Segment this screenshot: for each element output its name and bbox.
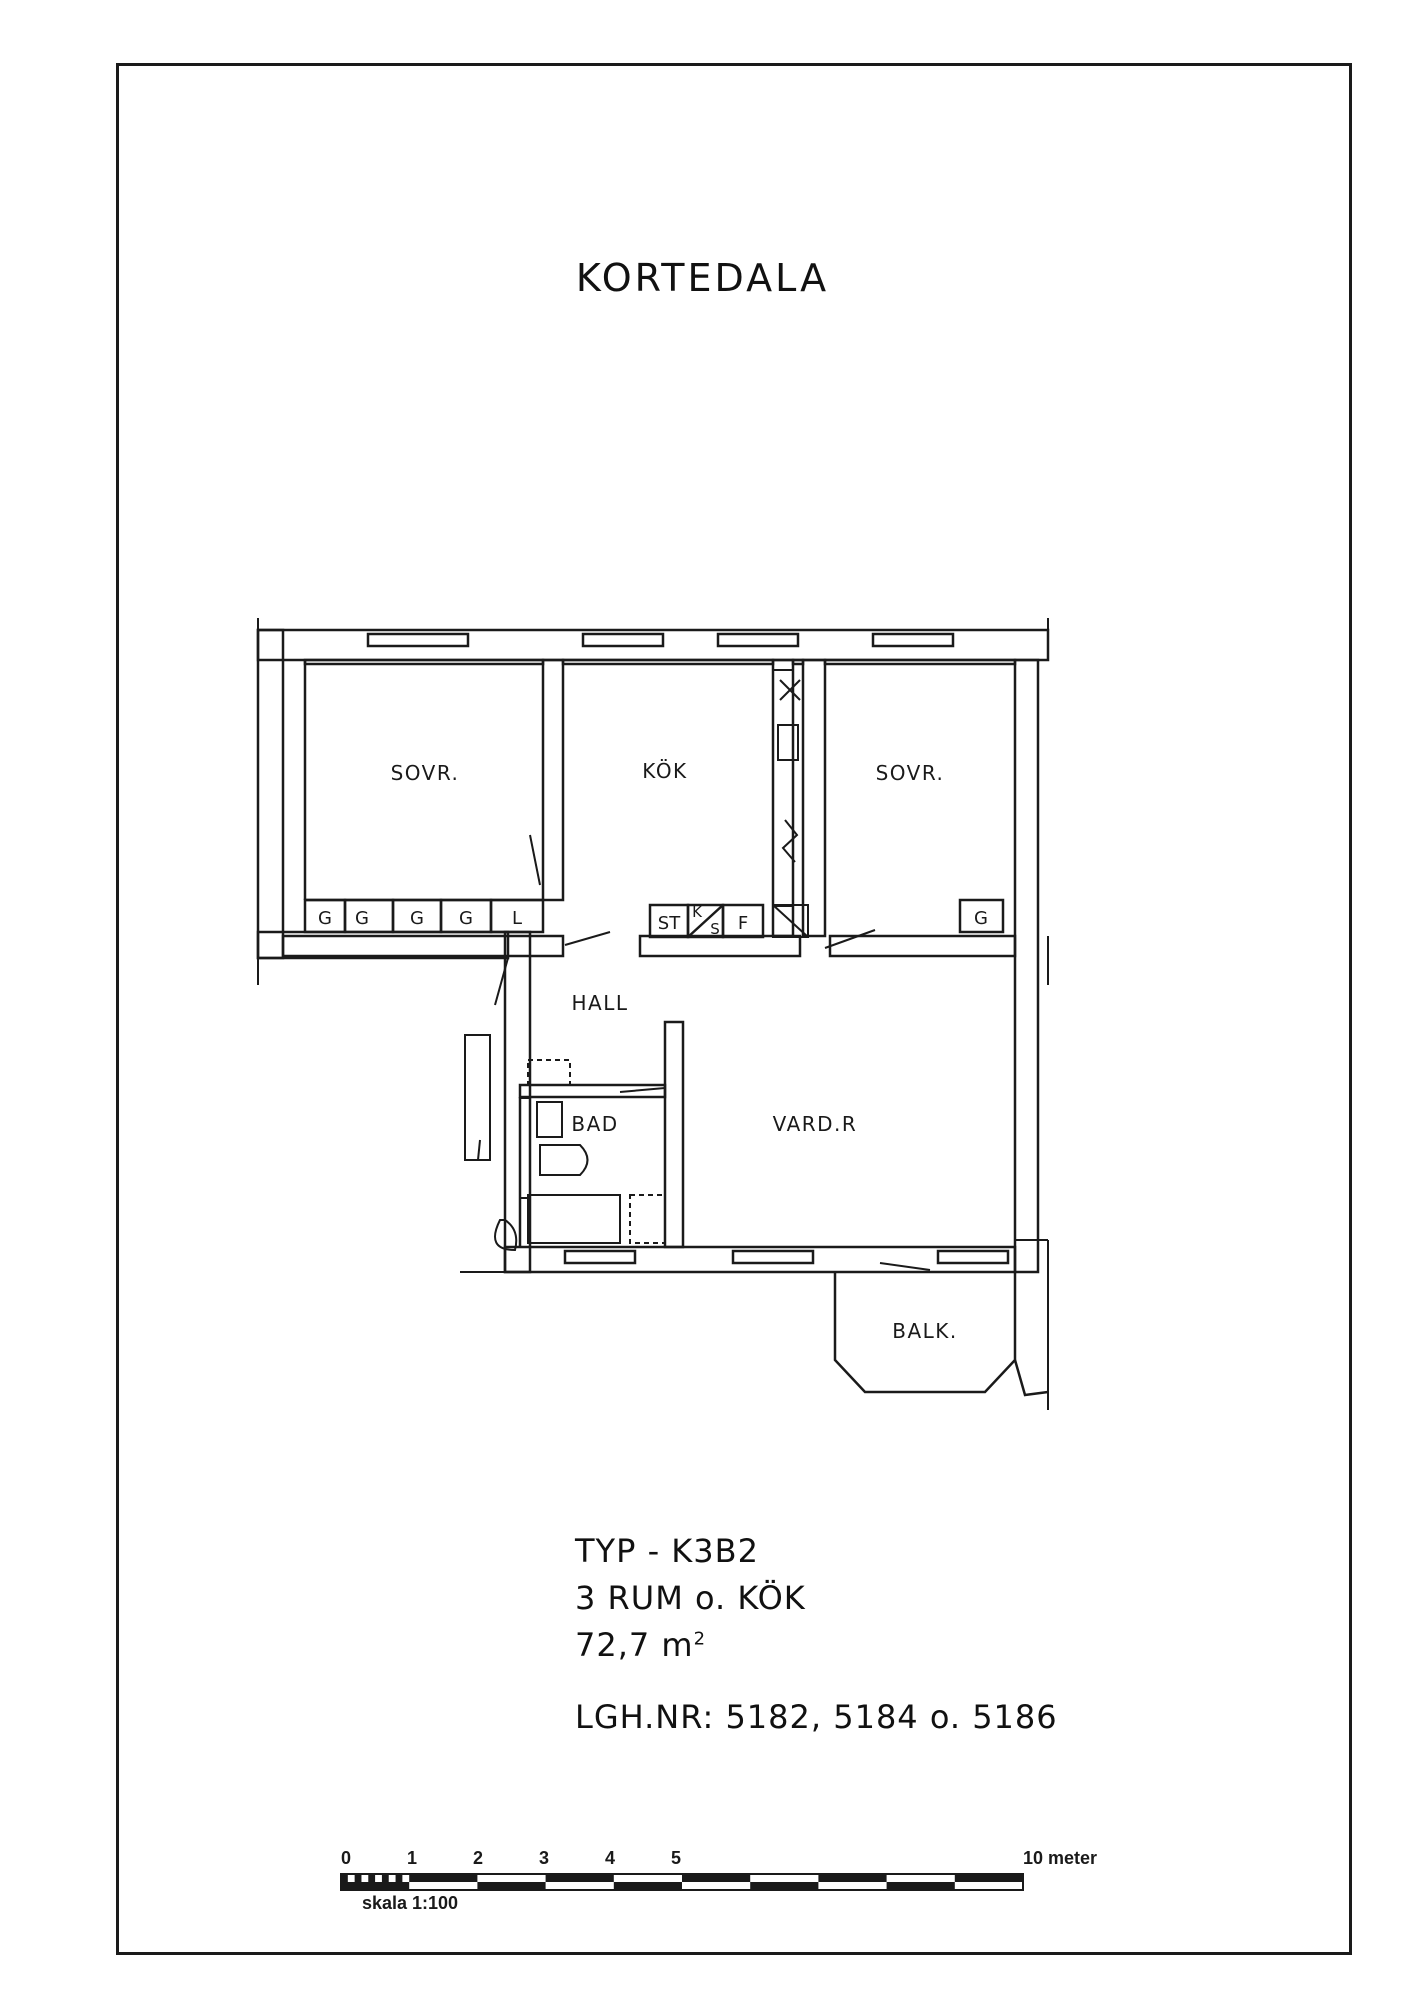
scale-end-label: 10 meter	[1023, 1848, 1097, 1868]
fixture-label-f: F	[738, 913, 748, 934]
scale-segment	[545, 1874, 614, 1882]
room-label-sovr-left: SOVR.	[391, 761, 460, 785]
doors	[477, 834, 931, 1271]
scale-segment	[818, 1874, 887, 1882]
interior-walls	[281, 658, 1017, 1249]
fixture-label-ks-s: S	[710, 920, 720, 938]
room-label-balk: BALK.	[892, 1319, 958, 1343]
apartment-area: 72,7 m2	[575, 1626, 706, 1664]
room-label-hall: HALL	[571, 991, 628, 1015]
page-frame	[116, 63, 1352, 1955]
scale-segment	[613, 1882, 682, 1890]
scale-tick-label: 3	[539, 1848, 549, 1868]
room-label-sovr-right: SOVR.	[876, 761, 945, 785]
scale-segment	[750, 1882, 819, 1890]
outer-walls	[256, 628, 1050, 1274]
fixture-label-g: G	[355, 908, 369, 929]
scale-tick-label: 2	[473, 1848, 483, 1868]
windows	[366, 632, 1010, 1265]
scale-segment	[477, 1882, 546, 1890]
page-title: KORTEDALA	[575, 256, 830, 300]
kitchen-counter	[772, 669, 809, 938]
fixture-label-g: G	[459, 908, 473, 929]
scale-segment	[409, 1874, 478, 1882]
area-unit-superscript: 2	[693, 1628, 707, 1650]
fixture-label-l: L	[512, 908, 522, 929]
scale-tick-label: 0	[341, 1848, 351, 1868]
scale-tick-label: 1	[407, 1848, 417, 1868]
scale-segment	[682, 1874, 751, 1882]
room-label-kok: KÖK	[642, 759, 687, 783]
scale-tick-label: 4	[605, 1848, 615, 1868]
scale-tick-label: 5	[671, 1848, 681, 1868]
bathroom-fixtures	[494, 1059, 666, 1252]
scale-segment	[381, 1874, 389, 1882]
scale-segment	[354, 1874, 362, 1882]
scale-bar: 0 1 2 3 4 5 10 meter skala 1:100	[340, 1848, 1097, 1913]
fixture-label-st: ST	[658, 913, 681, 934]
scale-bar-segments	[341, 1874, 1023, 1890]
scale-segment	[341, 1874, 348, 1882]
scale-caption: skala 1:100	[362, 1893, 458, 1913]
storage-units	[303, 898, 1005, 939]
scale-segment	[341, 1882, 410, 1890]
apartment-numbers: LGH.NR: 5182, 5184 o. 5186	[575, 1698, 1058, 1736]
room-label-vardr: VARD.R	[773, 1112, 858, 1136]
fixture-label-g: G	[410, 908, 424, 929]
fixture-label-g: G	[318, 908, 332, 929]
apartment-type: TYP - K3B2	[575, 1532, 759, 1570]
fixture-label-ks-k: K	[692, 903, 703, 921]
balcony	[833, 1272, 1049, 1397]
scale-segment	[886, 1882, 955, 1890]
apartment-rooms: 3 RUM o. KÖK	[575, 1579, 806, 1617]
room-label-bad: BAD	[571, 1112, 618, 1136]
area-value: 72,7 m	[575, 1626, 694, 1664]
scale-segment	[395, 1874, 403, 1882]
adjacent-walls	[257, 618, 1049, 1410]
scale-segment	[368, 1874, 376, 1882]
scale-segment	[954, 1874, 1023, 1882]
fixture-label-g: G	[974, 908, 988, 929]
